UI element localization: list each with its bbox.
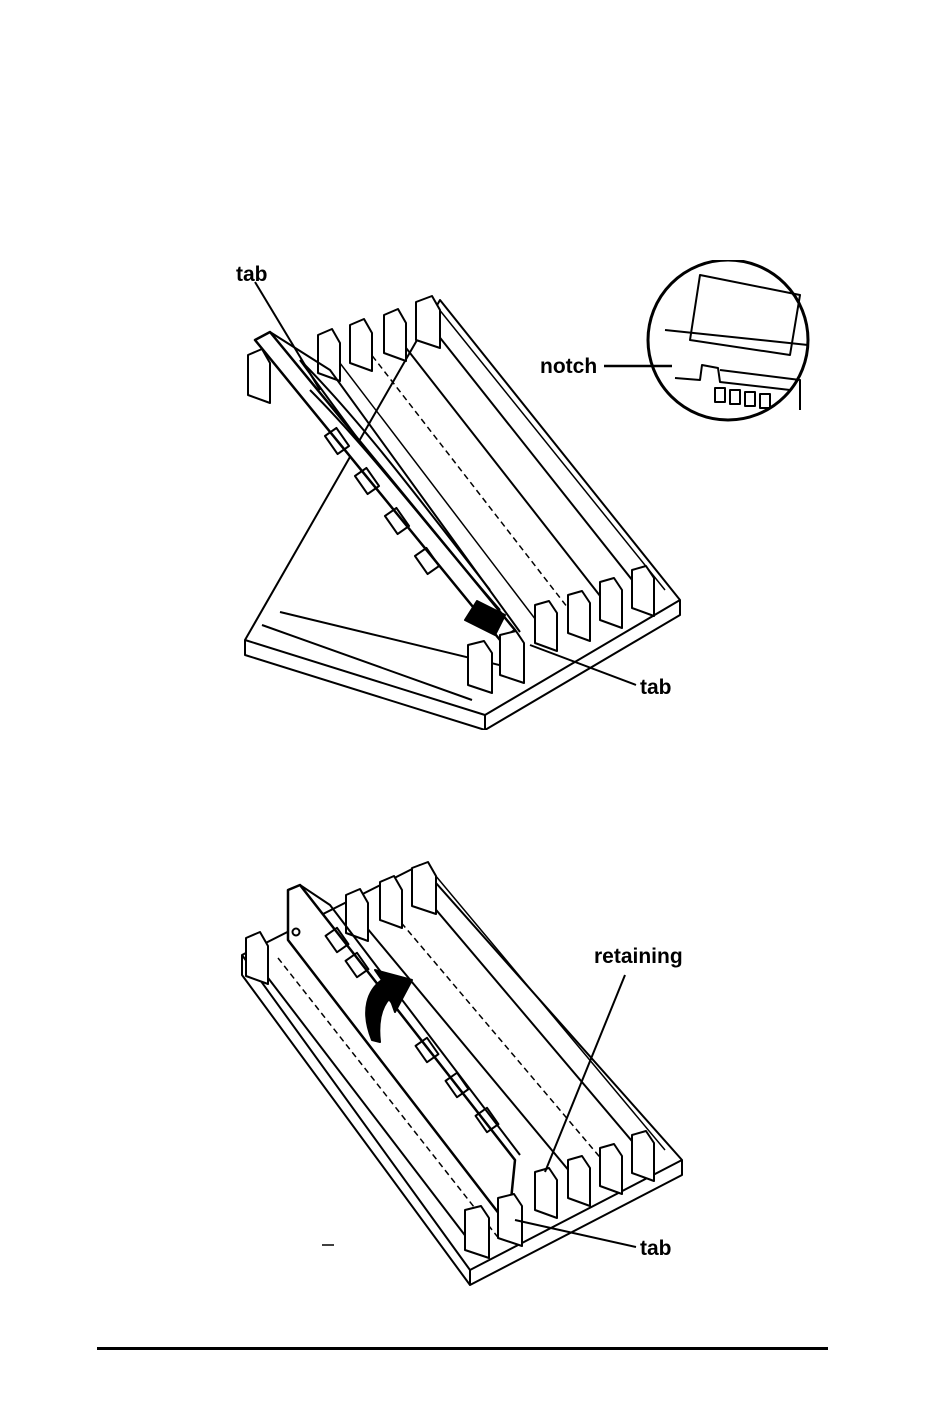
figure-insert-module: tab notch tab [0, 260, 928, 730]
simm-socket-board-illustration [0, 260, 928, 730]
footer-rule [97, 1347, 828, 1350]
label-tab-bottom: tab [640, 677, 672, 698]
label-notch: notch [540, 356, 597, 377]
notch-detail-circle [604, 260, 808, 420]
label-tab: tab [640, 1238, 672, 1259]
label-tab-top: tab [236, 264, 268, 285]
simm-socket-board-upright-illustration [0, 830, 928, 1300]
label-retaining: retaining [594, 946, 683, 967]
figure-lock-module: retaining tab [0, 830, 928, 1300]
